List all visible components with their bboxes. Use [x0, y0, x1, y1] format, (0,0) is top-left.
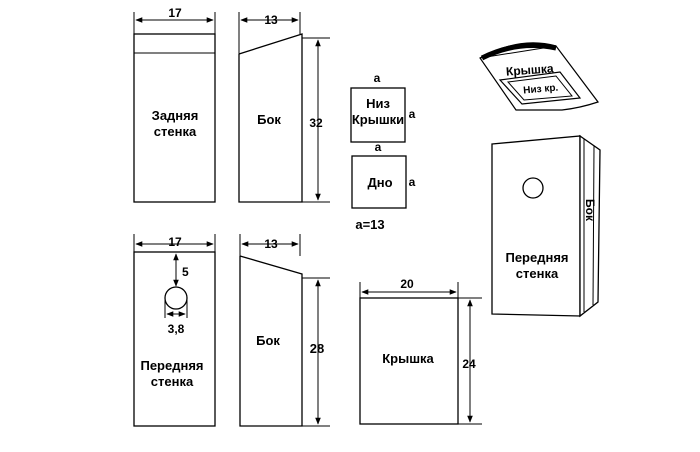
lid-panel	[359, 282, 482, 425]
bottom-label: Дно	[367, 175, 392, 190]
lid-bottom-label-line1: Низ	[366, 96, 390, 111]
bottom-panel	[351, 155, 407, 209]
side-bottom-label: Бок	[256, 333, 280, 348]
back-wall-panel	[133, 12, 216, 203]
equation-label: a=13	[355, 217, 384, 232]
assembled-front-label-line2: стенка	[516, 266, 559, 281]
assembled-side-label: Бок	[583, 199, 597, 222]
side-top-width-label: 13	[264, 13, 278, 27]
hole-offset-label: 5	[182, 265, 189, 279]
side-panel-bottom	[239, 234, 330, 427]
assembled-lid-sketch	[479, 42, 599, 111]
lid-bottom-label-line2: Крышки	[352, 112, 404, 127]
back-wall-label-line1: Задняя	[152, 108, 199, 123]
side-bottom-height-label: 28	[310, 341, 324, 356]
assembled-box-sketch	[491, 134, 601, 318]
side-panel-top	[238, 12, 330, 203]
assembled-front-label-line1: Передняя	[505, 250, 568, 265]
bottom-side-mark-top: a	[375, 140, 382, 154]
side-top-label: Бок	[257, 112, 281, 127]
assembled-lid-bottom-label: Низ кр.	[523, 82, 559, 96]
back-wall-width-label: 17	[168, 6, 182, 20]
lid-label: Крышка	[382, 351, 434, 366]
lid-height-label: 24	[462, 357, 476, 371]
lid-bottom-panel	[350, 87, 406, 143]
entrance-hole	[164, 286, 188, 310]
front-wall-label-line2: стенка	[151, 374, 194, 389]
assembled-lid-label: Крышка	[505, 61, 554, 78]
front-wall-panel	[133, 234, 216, 427]
lid-bottom-side-mark-right: a	[409, 107, 416, 121]
lid-width-label: 20	[400, 277, 414, 291]
assembled-entrance-hole	[522, 177, 544, 199]
side-bottom-width-label: 13	[264, 237, 278, 251]
bottom-side-mark-right: a	[409, 175, 416, 189]
front-wall-label-line1: Передняя	[140, 358, 203, 373]
hole-diameter-label: 3,8	[168, 322, 185, 336]
lid-bottom-side-mark-top: a	[374, 71, 381, 85]
side-top-height-label: 32	[309, 116, 323, 130]
front-wall-width-label: 17	[168, 235, 182, 249]
back-wall-label-line2: стенка	[154, 124, 197, 139]
